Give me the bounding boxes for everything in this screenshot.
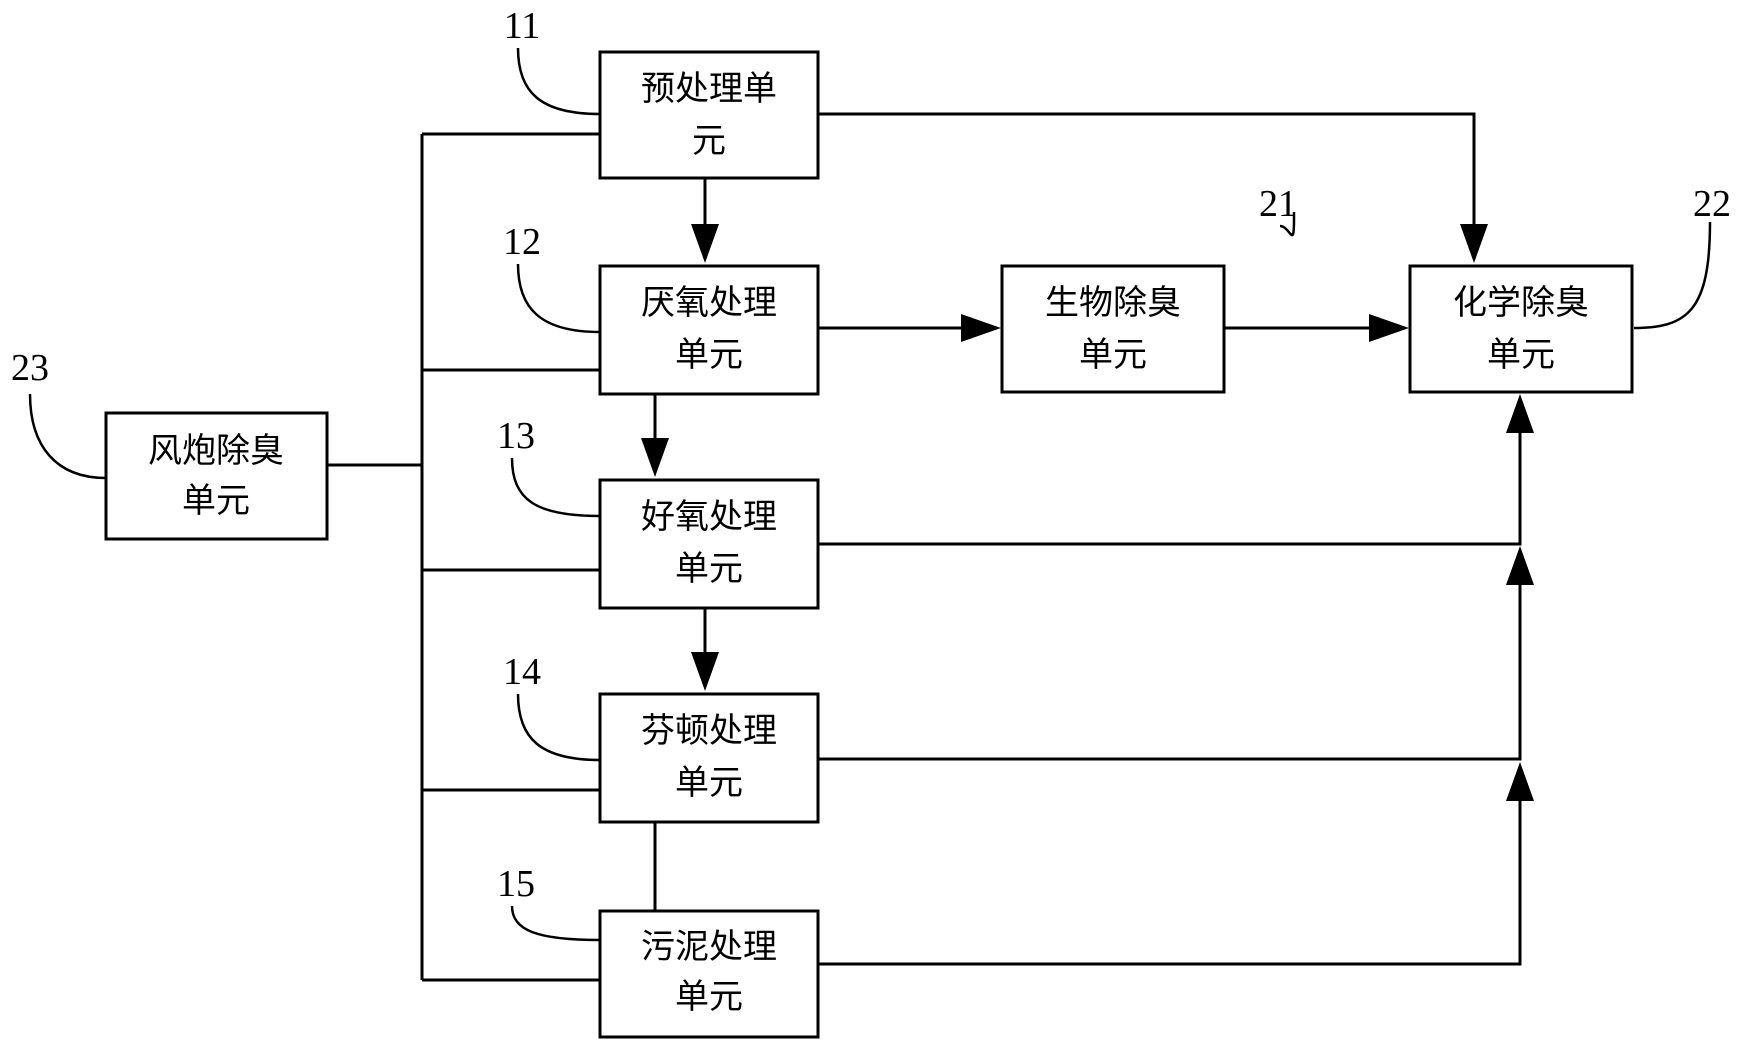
leader-11 (516, 47, 601, 116)
unit-12: 厌氧处理 单元 12 (503, 221, 820, 396)
u23-line2: 单元 (182, 481, 250, 521)
u11-line1: 预处理单 (641, 69, 777, 109)
unit-22: 化学除臭 单元 22 (1408, 183, 1731, 394)
unit-13: 好氧处理 单元 13 (497, 415, 820, 610)
u11-to-u22 (818, 112, 1476, 228)
u14-line2: 单元 (675, 763, 743, 803)
u22-line2: 单元 (1487, 335, 1555, 375)
unit-23: 风炮除臭 单元 23 (11, 347, 329, 541)
u21-line1: 生物除臭 (1045, 283, 1181, 323)
u23-ref: 23 (11, 347, 49, 389)
u12-ref: 12 (503, 221, 541, 263)
arrow-u21-to-u22 (1369, 314, 1409, 342)
u13-line2: 单元 (675, 549, 743, 589)
u15-ref: 15 (497, 863, 535, 905)
arrow-u11-to-u12 (691, 224, 719, 263)
u23-box (104, 411, 329, 541)
u11-line2: 元 (692, 121, 726, 161)
u11-ref: 11 (504, 5, 541, 47)
u12-box (598, 264, 820, 396)
u11-box (598, 50, 820, 180)
leaders (28, 47, 1712, 942)
unit-11: 预处理单 元 11 (504, 5, 820, 180)
unit-14: 芬顿处理 单元 14 (503, 651, 820, 824)
u14-box (598, 692, 820, 824)
leader-12 (516, 263, 601, 334)
u13-ref: 13 (497, 415, 535, 457)
u21-box (1000, 264, 1226, 394)
u15-box (598, 909, 820, 1039)
u22-box (1408, 264, 1634, 394)
u21-line2: 单元 (1079, 335, 1147, 375)
u13-to-u22 (818, 432, 1522, 546)
u15-line2: 单元 (675, 977, 743, 1017)
arrow-u13-to-u14 (691, 652, 719, 691)
u14-ref: 14 (503, 651, 541, 693)
u22-line1: 化学除臭 (1453, 283, 1589, 323)
u13-line1: 好氧处理 (641, 497, 777, 537)
connectors (327, 112, 1522, 982)
arrowheads (641, 224, 1534, 801)
leader-14 (516, 693, 601, 762)
leader-15 (510, 905, 601, 942)
leader-13 (510, 457, 601, 518)
unit-15: 污泥处理 单元 15 (497, 863, 820, 1039)
arrow-u12-to-u13 (641, 438, 669, 477)
leader-21 (1279, 212, 1296, 237)
u15-line1: 污泥处理 (641, 927, 777, 967)
unit-21: 生物除臭 单元 21 (1000, 183, 1297, 394)
u14-line1: 芬顿处理 (641, 711, 777, 751)
u12-line1: 厌氧处理 (641, 283, 777, 323)
u13-box (598, 478, 820, 610)
arrow-u11-to-u22 (1460, 224, 1488, 263)
u21-ref: 21 (1259, 183, 1297, 225)
u15-to-u22 (818, 800, 1522, 966)
u14-to-u22 (818, 584, 1522, 761)
arrow-u14-to-u22 (1506, 546, 1534, 585)
leader-22 (1633, 221, 1712, 330)
arrow-u13-to-u22 (1506, 394, 1534, 433)
u23-line1: 风炮除臭 (148, 431, 284, 471)
leader-23 (28, 393, 107, 480)
u12-line2: 单元 (675, 335, 743, 375)
u22-ref: 22 (1693, 183, 1731, 225)
arrow-u12-to-u21 (961, 314, 1001, 342)
arrow-u15-to-u22 (1506, 762, 1534, 801)
